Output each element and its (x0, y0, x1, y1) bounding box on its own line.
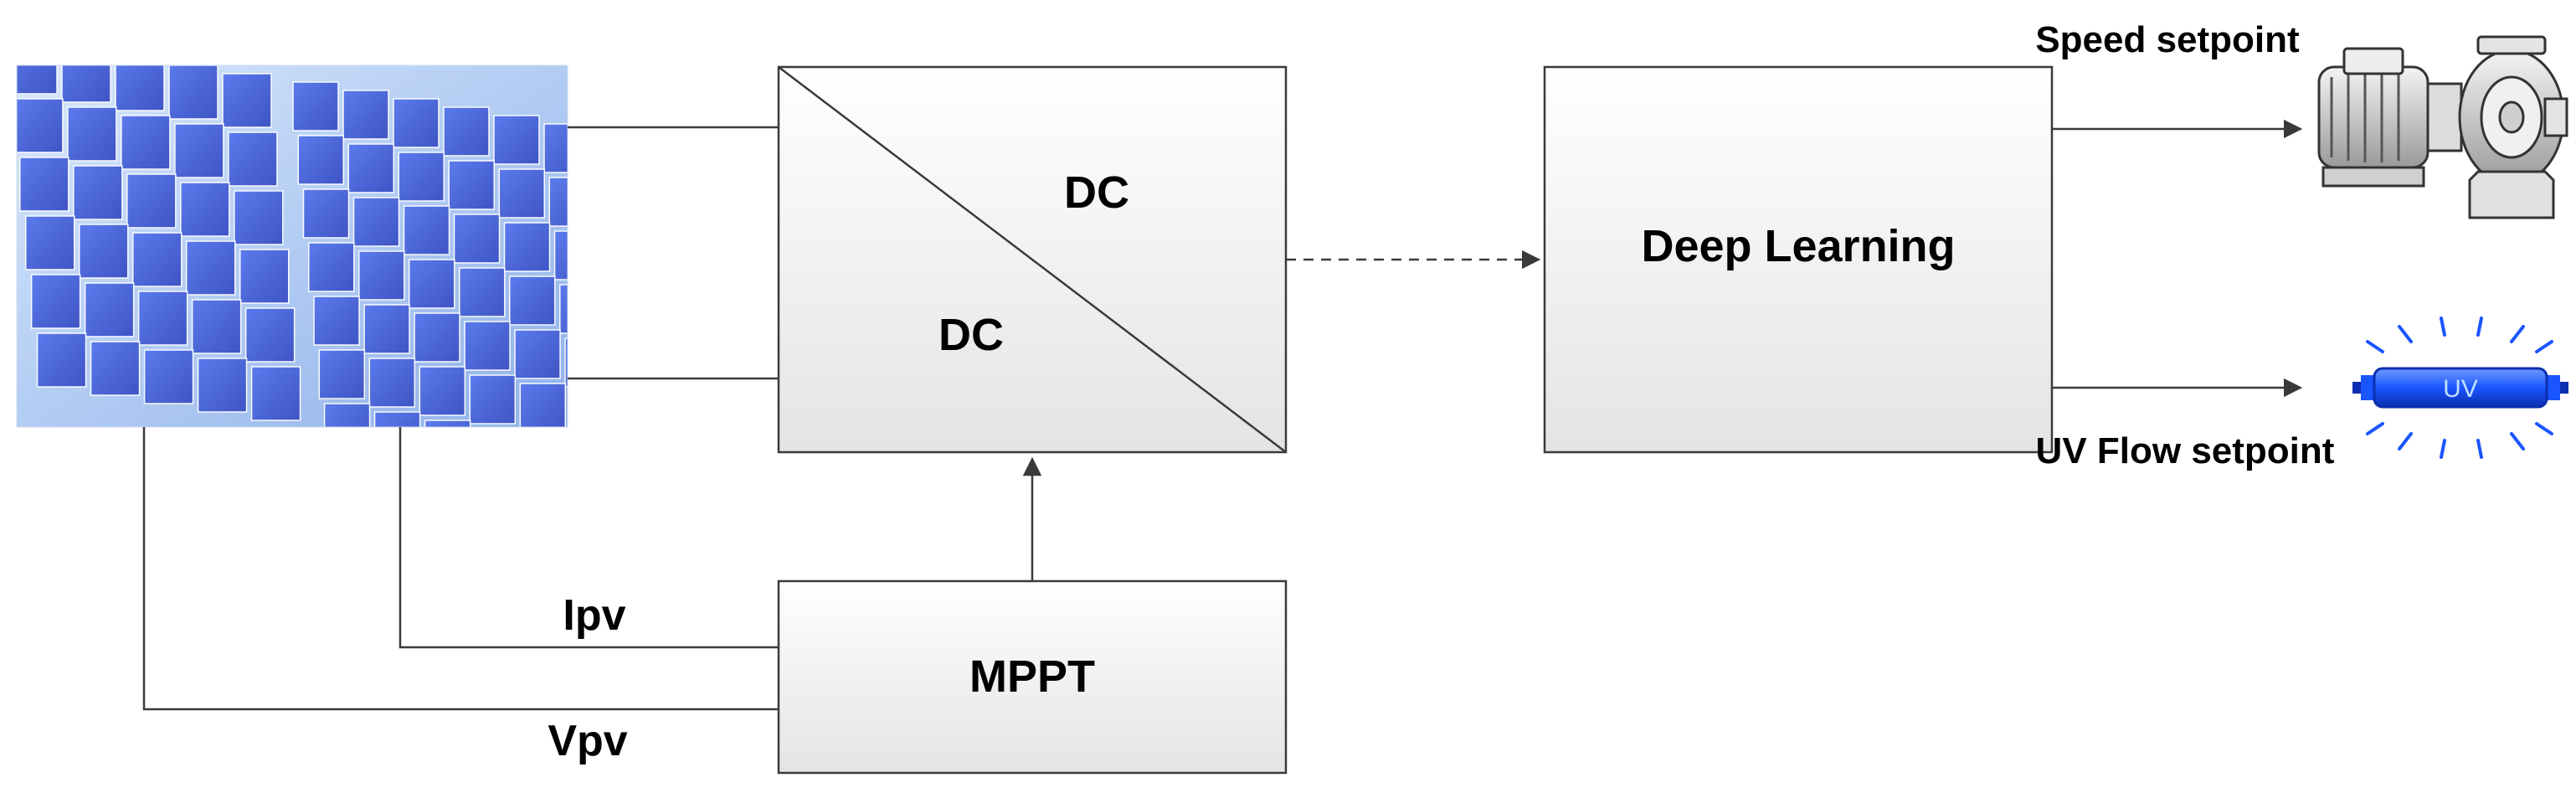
solar-cell (174, 123, 224, 178)
solar-cell (168, 65, 219, 120)
uv-lamp-text: UV (2443, 375, 2478, 403)
solar-cell (292, 81, 339, 131)
solar-cell (373, 411, 421, 427)
uv-lamp-icon: UV (2352, 317, 2568, 459)
solar-cell (469, 374, 517, 425)
converter-diagonal (778, 66, 1287, 453)
solar-cell (297, 135, 345, 185)
solar-cell (239, 249, 290, 304)
mppt-block: MPPT (777, 579, 1288, 775)
solar-cell (90, 341, 141, 396)
solar-cell (424, 420, 471, 427)
solar-cell (448, 160, 496, 210)
solar-cell (393, 98, 440, 148)
solar-cell (398, 152, 445, 202)
solar-cell (180, 182, 230, 237)
solar-cell (564, 337, 568, 388)
solar-cell (313, 296, 360, 346)
solar-cell (464, 321, 511, 371)
solar-cell (559, 284, 568, 334)
solar-cell (514, 329, 561, 379)
solar-cell (137, 291, 188, 346)
current-sense-wire (398, 427, 779, 649)
solar-cell (143, 349, 194, 404)
solar-cell (368, 358, 416, 408)
solar-cell (17, 98, 64, 153)
solar-cell (342, 90, 389, 140)
solar-cell (78, 224, 129, 279)
solar-cell (67, 106, 117, 162)
solar-panel-icon (16, 64, 568, 428)
current-signal-label: Ipv (563, 591, 625, 640)
solar-cell (543, 123, 568, 173)
solar-cell (493, 115, 540, 165)
solar-cell (234, 190, 284, 245)
voltage-sense-wire (142, 427, 779, 711)
deep-learning-block: Deep Learning (1543, 65, 2054, 454)
solar-cell (131, 232, 183, 287)
solar-cell (347, 143, 395, 193)
pump-motor-icon (2317, 35, 2568, 219)
solar-cell (358, 250, 405, 301)
uv-flow-setpoint-label: UV Flow setpoint (2036, 430, 2335, 471)
deep-learning-label: Deep Learning (1641, 221, 1955, 271)
solar-cell (115, 65, 165, 111)
solar-cell (121, 115, 171, 170)
solar-cell (403, 205, 450, 255)
mppt-label: MPPT (969, 651, 1095, 702)
solar-cell (443, 106, 490, 157)
solar-cell (323, 403, 371, 427)
solar-cell (73, 165, 123, 220)
solar-cell (24, 215, 75, 270)
speed-setpoint-label: Speed setpoint (2035, 19, 2300, 60)
solar-cell (409, 259, 455, 309)
panel-reflection (17, 65, 568, 427)
solar-cell (459, 267, 506, 317)
solar-cell (414, 312, 460, 363)
solar-cell (308, 242, 355, 292)
solar-cell (548, 177, 568, 227)
solar-cell (36, 332, 87, 388)
solar-cell (553, 230, 568, 281)
solar-cell (363, 304, 410, 354)
solar-cell (185, 240, 236, 296)
solar-cell (17, 65, 58, 95)
solar-cell (498, 168, 546, 219)
solar-cell (250, 366, 301, 421)
solar-cell (84, 282, 135, 337)
solar-cell (453, 214, 501, 264)
solar-cell (191, 299, 242, 354)
solar-cell (197, 358, 248, 413)
solar-cell (222, 73, 272, 128)
solar-cell (302, 188, 350, 239)
dc-dc-converter-block: DC DC (777, 65, 1288, 454)
converter-input-label: DC (938, 310, 1004, 360)
solar-cell (30, 274, 81, 329)
solar-cell (519, 383, 567, 427)
solar-cell (352, 197, 400, 247)
solar-cell (19, 157, 69, 212)
solar-cell (126, 173, 177, 229)
solar-cell (419, 366, 466, 416)
voltage-signal-label: Vpv (548, 717, 627, 765)
solar-cell (318, 349, 366, 399)
solar-cell (244, 307, 296, 363)
solar-cell (509, 275, 556, 326)
converter-output-label: DC (1064, 167, 1129, 218)
solar-cell (503, 222, 551, 272)
solar-cell (61, 65, 111, 103)
solar-cell (228, 131, 278, 187)
